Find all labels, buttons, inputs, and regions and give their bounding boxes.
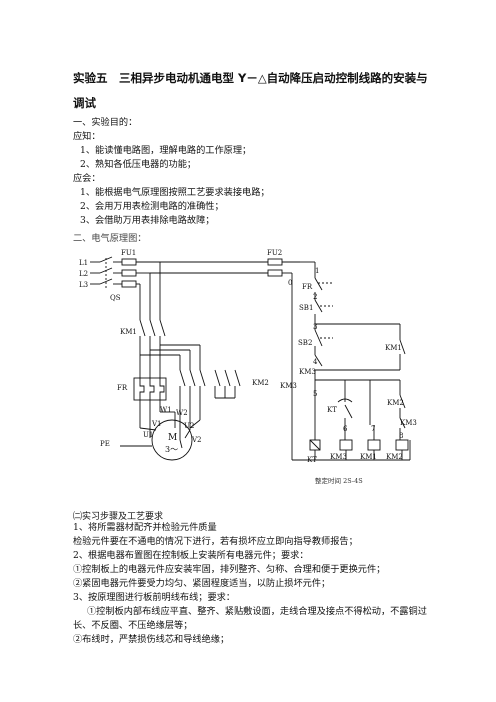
node-5: 5 bbox=[313, 390, 317, 398]
know-item-2: 2、熟知各低压电器的功能； bbox=[80, 159, 197, 170]
purpose-heading: 一、实验目的： bbox=[73, 117, 138, 128]
label-SB2: SB2 bbox=[298, 339, 312, 347]
node-0: 0 bbox=[288, 279, 292, 287]
step-2b: ②紧固电器元件要受力均匀、紧固程度适当，以防止损坏元件； bbox=[73, 578, 331, 589]
setting-time: 整定时间 2S-4S bbox=[315, 476, 363, 485]
label-W1: W1 bbox=[160, 406, 172, 414]
label-KM3: KM3 bbox=[280, 382, 297, 390]
label-W2: W2 bbox=[176, 409, 188, 417]
can-label: 应会： bbox=[73, 173, 101, 184]
label-FR-contact: FR bbox=[302, 283, 313, 291]
step-1: 1、将所需器材配齐并检验元件质量 bbox=[73, 522, 217, 533]
label-KM2-coil: KM2 bbox=[386, 453, 403, 461]
label-KM3-nc: KM3 bbox=[299, 368, 316, 376]
label-KM3-no: KM3 bbox=[400, 419, 417, 427]
label-FU1: FU1 bbox=[121, 249, 136, 257]
can-item-2: 2、会用万用表检测电路的准确性； bbox=[80, 201, 224, 212]
step-2a: ①控制板上的电器元件应安装牢固，排列整齐、匀称、合理和便于更换元件； bbox=[73, 564, 386, 575]
label-SB1: SB1 bbox=[299, 304, 313, 312]
label-KM1-hold: KM1 bbox=[385, 344, 402, 352]
node-1: 1 bbox=[315, 267, 319, 275]
node-6: 6 bbox=[343, 425, 348, 433]
label-M: M bbox=[168, 433, 177, 443]
steps-heading: ㈡实习步骤及工艺要求 bbox=[73, 512, 164, 522]
label-3phase: 3～ bbox=[165, 445, 178, 454]
can-item-3: 3、会借助万用表排除电路故障； bbox=[80, 215, 215, 226]
label-U1: U1 bbox=[143, 431, 153, 439]
step-3: 3、按原理图进行板前明线布线；要求： bbox=[73, 592, 236, 603]
step-2: 2、根据电器布置图在控制板上安装所有电器元件；要求： bbox=[73, 550, 309, 561]
label-KM1-coil: KM1 bbox=[360, 453, 377, 461]
step-3b: ②布线时，严禁损伤线芯和导线绝缘； bbox=[73, 634, 230, 645]
label-KM2-nc: KM2 bbox=[387, 399, 404, 407]
node-3: 3 bbox=[313, 323, 317, 331]
know-label: 应知： bbox=[73, 131, 101, 142]
node-8: 8 bbox=[399, 432, 403, 440]
label-FR: FR bbox=[117, 384, 128, 392]
label-PE: PE bbox=[100, 440, 110, 448]
know-item-1: 1、能读懂电路图，理解电路的工作原理； bbox=[80, 145, 252, 156]
can-item-1: 1、能根据电气原理图按照工艺要求装接电路； bbox=[80, 187, 270, 198]
label-L2: L2 bbox=[79, 270, 88, 278]
label-KT-coil: KT bbox=[307, 456, 317, 464]
node-4: 4 bbox=[313, 358, 318, 366]
label-V2: V2 bbox=[191, 436, 202, 444]
page-title: 实验五 三相异步电动机通电型 Y－△自动降压启动控制线路的安装与调试 bbox=[73, 71, 428, 110]
label-QS: QS bbox=[110, 294, 121, 302]
label-L3: L3 bbox=[79, 281, 88, 289]
label-V1: V1 bbox=[151, 420, 162, 428]
step-1a: 检验元件要在不通电的情况下进行，若有损坏应立即向指导教师报告； bbox=[73, 536, 358, 547]
node-7: 7 bbox=[371, 425, 375, 433]
label-FU2: FU2 bbox=[267, 249, 282, 257]
label-KM3-coil: KM3 bbox=[330, 453, 347, 461]
label-KM1: KM1 bbox=[120, 328, 137, 336]
node-2: 2 bbox=[313, 293, 317, 301]
label-KM2: KM2 bbox=[252, 379, 269, 387]
schematic-heading: 二、电气原理图： bbox=[73, 233, 147, 244]
label-L1: L1 bbox=[79, 259, 88, 267]
label-KT-contact: KT bbox=[327, 406, 337, 414]
label-U2: U2 bbox=[184, 422, 194, 430]
step-3a: ①控制板内部布线应平直、整齐、紧贴敷设面，走线合理及接点不得松动，不露铜过长、不… bbox=[73, 606, 427, 631]
